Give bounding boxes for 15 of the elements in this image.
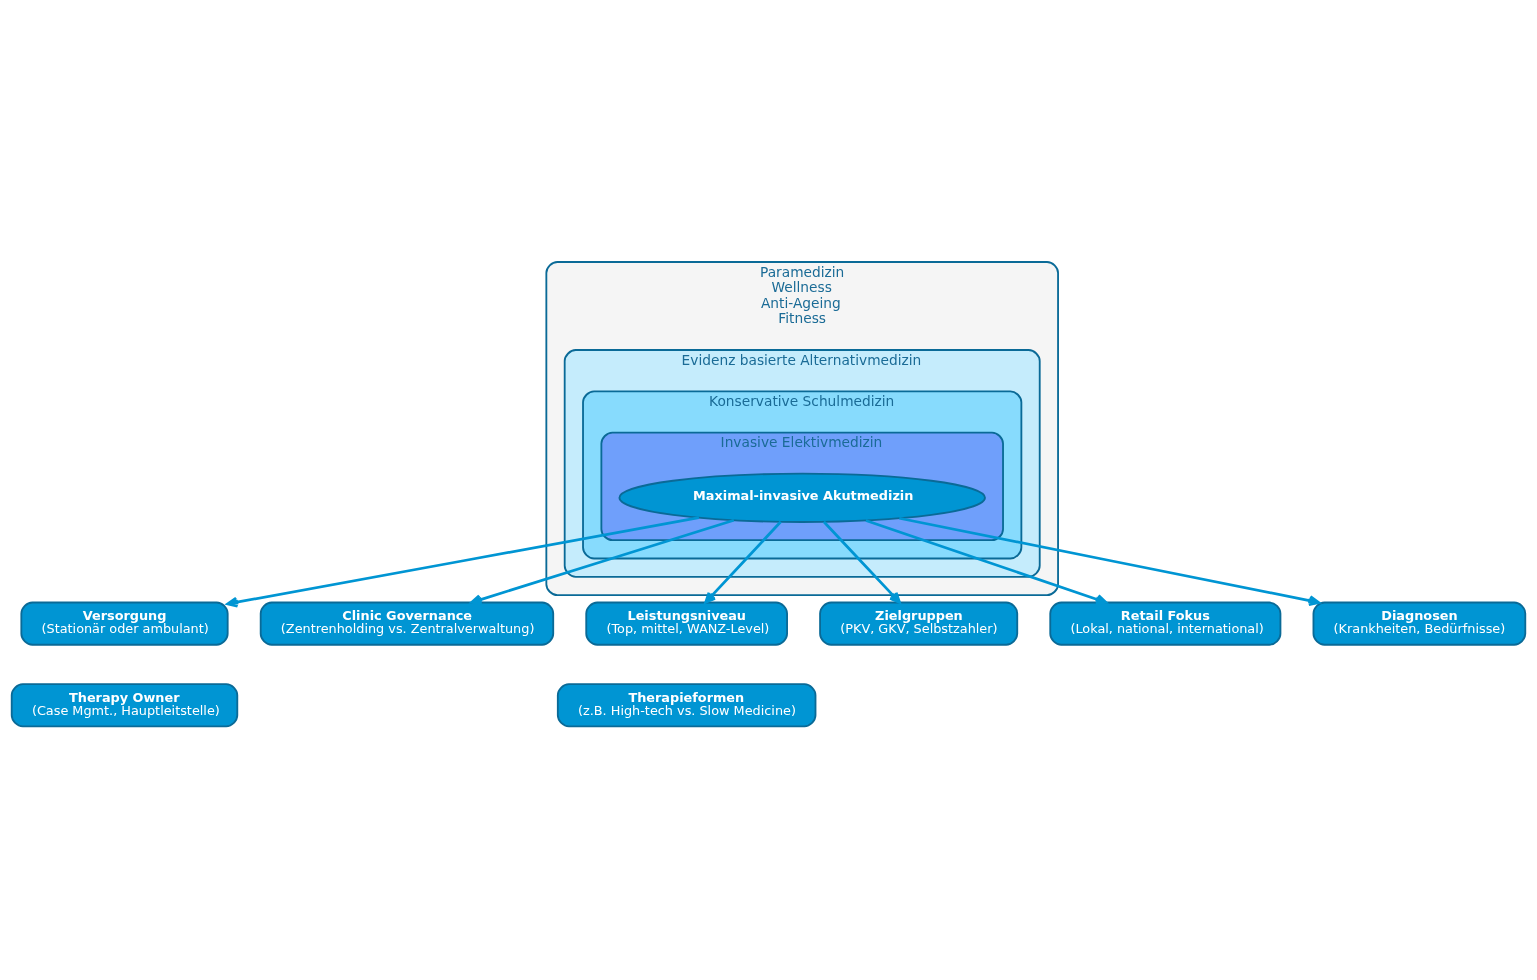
- node-box: Diagnosen (Krankheiten, Bedürfnisse): [1312, 601, 1527, 646]
- node-box: Therapieformen (z.B. High-tech vs. Slow Medicine): [556, 682, 817, 727]
- node-box: Retail Fokus (Lokal, national, international): [1049, 601, 1282, 646]
- node-box: Therapy Owner (Case Mgmt., Hauptleitstelle): [10, 682, 239, 727]
- arrow: [704, 520, 782, 604]
- node-box: Clinic Governance (Zentrenholding vs. Zentralverwaltung): [259, 601, 555, 646]
- arrow: [822, 520, 901, 604]
- node-box: Leistungsniveau (Top, mittel, WANZ-Level): [585, 601, 788, 646]
- node-box: Zielgruppen (PKV, GKV, Selbstzahler): [819, 601, 1019, 646]
- arrow: [470, 518, 735, 605]
- arrow: [899, 516, 1321, 606]
- arrow: [865, 518, 1108, 605]
- arrow: [226, 515, 700, 608]
- node-box: Versorgung (Stationär oder ambulant): [20, 601, 229, 646]
- node-ellipse: Maximal-invasive Akutmedizin: [618, 472, 986, 523]
